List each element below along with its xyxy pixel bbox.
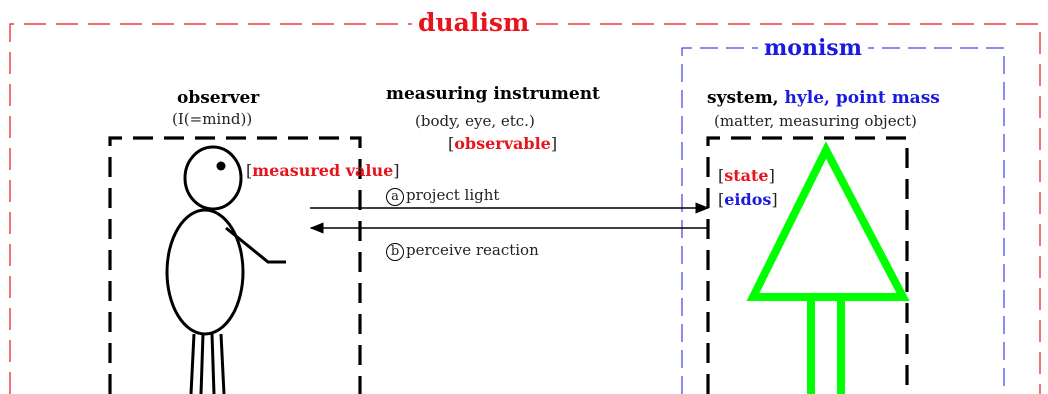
observer-eye [216,161,226,171]
arrow-a-text: project light [406,186,500,204]
observer-arm [225,226,286,264]
observer-heading: observer [177,88,260,108]
marker-b: b [386,243,404,261]
monism-title: monism [758,37,868,59]
observable-label: [observable] [448,134,558,153]
state-label: [state] [718,166,775,185]
system-heading-blue: hyle, point mass [784,88,940,108]
system-subheading: (matter, measuring object) [714,112,917,130]
state-tag: state [724,166,769,185]
measured-value-label: [measured value] [246,161,400,180]
eidos-label: [eidos] [718,190,778,209]
measured-value-tag: measured value [252,161,394,180]
observer-leg [219,333,226,394]
observer-subheading: (I(=mind)) [172,110,253,128]
observable-tag: observable [454,134,551,153]
observer-body [165,208,245,336]
instrument-subheading: (body, eye, etc.) [415,112,535,130]
marker-a: a [386,188,404,206]
observer-leg [199,333,205,394]
observer-leg [210,333,216,394]
point-mass-arrow-head [746,141,910,301]
eidos-tag: eidos [724,190,772,209]
observer-head [183,145,243,211]
system-box [706,136,909,394]
dualism-title: dualism [412,10,536,35]
arrow-b-text: perceive reaction [406,241,539,259]
system-heading-black: system, [707,88,779,108]
system-heading: system, hyle, point mass [707,90,940,107]
observer-box [108,136,362,394]
observer-leg [189,333,196,394]
observer-figure [165,145,286,394]
instrument-heading: measuring instrument [386,84,600,104]
dualism-frame [9,23,1041,394]
point-mass-arrow-shaft [807,293,845,394]
